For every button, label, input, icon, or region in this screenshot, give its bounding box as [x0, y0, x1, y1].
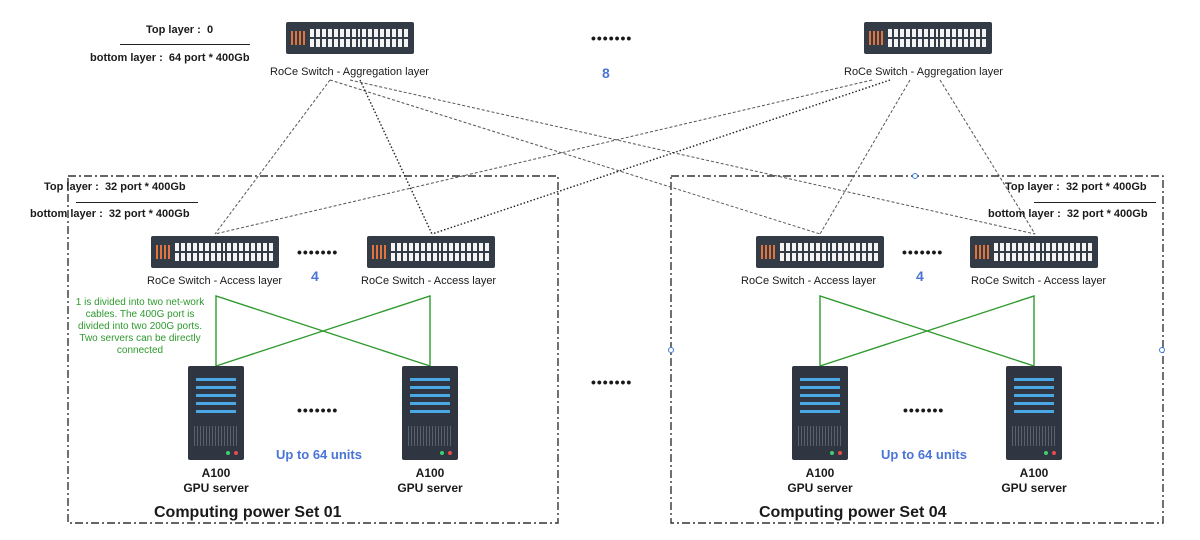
- set04-top-layer: Top layer : 32 port * 400Gb: [1005, 181, 1147, 193]
- port-led-icon: [372, 245, 386, 259]
- port-led-icon: [975, 245, 989, 259]
- link-agg2-acc3: [819, 79, 911, 235]
- green-link-set04-a: [819, 295, 1035, 367]
- set04-access-switch-2: [970, 236, 1098, 268]
- set04-bottom-value: 32 port * 400Gb: [1066, 208, 1148, 220]
- set01-server-dots: •••••••: [297, 402, 339, 418]
- network-switch-icon: [310, 29, 360, 47]
- set01-server-1-label: A100 GPU server: [176, 466, 256, 496]
- agg-bottom-value: 64 port * 400Gb: [168, 52, 250, 64]
- port-led-icon: [761, 245, 775, 259]
- set01-bottom-label: bottom layer: [30, 208, 97, 220]
- set04-access-switch-1: [756, 236, 884, 268]
- set01-units: Up to 64 units: [276, 447, 362, 462]
- set04-server-1-label: A100 GPU server: [780, 466, 860, 496]
- network-switch-icon: [888, 29, 938, 47]
- server-model: A100: [805, 466, 835, 480]
- network-switch-icon: [391, 243, 441, 261]
- agg-top-layer: Top layer : 0: [146, 24, 214, 36]
- agg-layer-rule: [120, 44, 250, 45]
- server-type: GPU server: [787, 481, 853, 495]
- aggregation-dots: •••••••: [591, 30, 633, 46]
- set01-top-label: Top layer: [44, 181, 93, 193]
- set04-title: Computing power Set 04: [759, 504, 947, 521]
- set04-top-value: 32 port * 400Gb: [1065, 181, 1147, 193]
- aggregation-switch-2: [864, 22, 992, 54]
- set01-access-switch-2: [367, 236, 495, 268]
- set04-access-switch-2-label: RoCe Switch - Access layer: [971, 275, 1107, 287]
- network-switch-icon: [780, 243, 830, 261]
- set04-gpu-server-1: [792, 366, 848, 460]
- agg-top-value: 0: [206, 24, 214, 36]
- link-agg2-acc1: [214, 79, 873, 235]
- set01-access-switch-1-label: RoCe Switch - Access layer: [147, 275, 283, 287]
- server-model: A100: [1019, 466, 1049, 480]
- set01-bottom-layer: bottom layer : 32 port * 400Gb: [30, 208, 190, 220]
- port-led-icon: [291, 31, 305, 45]
- link-agg1-acc1: [214, 79, 331, 235]
- link-agg2-acc4: [939, 79, 1036, 235]
- sets-middle-dots: •••••••: [591, 374, 633, 390]
- set01-layer-rule: [76, 202, 198, 203]
- set04-bottom-label: bottom layer: [988, 208, 1055, 220]
- gpu-server-icon: [800, 378, 840, 414]
- aggregation-switch-2-label: RoCe Switch - Aggregation layer: [844, 66, 1003, 78]
- set01-title: Computing power Set 01: [154, 504, 342, 521]
- green-link-set01-b: [215, 295, 431, 367]
- set04-server-2-label: A100 GPU server: [994, 466, 1074, 496]
- set01-access-switch-2-label: RoCe Switch - Access layer: [361, 275, 497, 287]
- aggregation-switch-1: [286, 22, 414, 54]
- set04-server-dots: •••••••: [903, 402, 945, 418]
- link-agg2-acc2: [431, 79, 891, 235]
- agg-bottom-layer: bottom layer : 64 port * 400Gb: [90, 52, 250, 64]
- set01-bottom-value: 32 port * 400Gb: [108, 208, 190, 220]
- set04-gpu-server-2: [1006, 366, 1062, 460]
- set01-access-count: 4: [311, 268, 319, 284]
- agg-bottom-label: bottom layer :: [90, 52, 163, 64]
- set-04-box: [670, 175, 1164, 524]
- set04-access-dots: •••••••: [902, 244, 944, 260]
- set04-layer-rule: [1034, 202, 1156, 203]
- set01-access-switch-1: [151, 236, 279, 268]
- set04-access-count: 4: [916, 268, 924, 284]
- set01-access-dots: •••••••: [297, 244, 339, 260]
- server-type: GPU server: [183, 481, 249, 495]
- set04-access-switch-1-label: RoCe Switch - Access layer: [741, 275, 877, 287]
- gpu-server-icon: [1014, 378, 1054, 414]
- link-agg1-acc4: [349, 79, 1036, 235]
- set-01-box: [67, 175, 559, 524]
- server-type: GPU server: [1001, 481, 1067, 495]
- gpu-server-icon: [410, 378, 450, 414]
- network-switch-icon: [175, 243, 225, 261]
- green-link-set01-a: [215, 295, 431, 367]
- network-switch-icon: [994, 243, 1044, 261]
- server-model: A100: [415, 466, 445, 480]
- set01-gpu-server-1: [188, 366, 244, 460]
- aggregation-count: 8: [602, 65, 610, 81]
- set04-top-label: Top layer: [1005, 181, 1054, 193]
- aggregation-switch-1-label: RoCe Switch - Aggregation layer: [270, 66, 429, 78]
- port-led-icon: [869, 31, 883, 45]
- set01-top-value: 32 port * 400Gb: [104, 181, 186, 193]
- set01-gpu-server-2: [402, 366, 458, 460]
- green-link-set04-b: [819, 295, 1035, 367]
- set01-cable-note: 1 is divided into two net-work cables. T…: [75, 297, 205, 356]
- set04-units: Up to 64 units: [881, 447, 967, 462]
- set04-bottom-layer: bottom layer : 32 port * 400Gb: [988, 208, 1148, 220]
- server-type: GPU server: [397, 481, 463, 495]
- gpu-server-icon: [196, 378, 236, 414]
- link-agg1-acc3: [329, 79, 821, 235]
- agg-top-label: Top layer: [146, 24, 195, 36]
- set01-server-2-label: A100 GPU server: [390, 466, 470, 496]
- port-led-icon: [156, 245, 170, 259]
- server-model: A100: [201, 466, 231, 480]
- link-agg1-acc2: [359, 79, 433, 235]
- set01-top-layer: Top layer : 32 port * 400Gb: [44, 181, 186, 193]
